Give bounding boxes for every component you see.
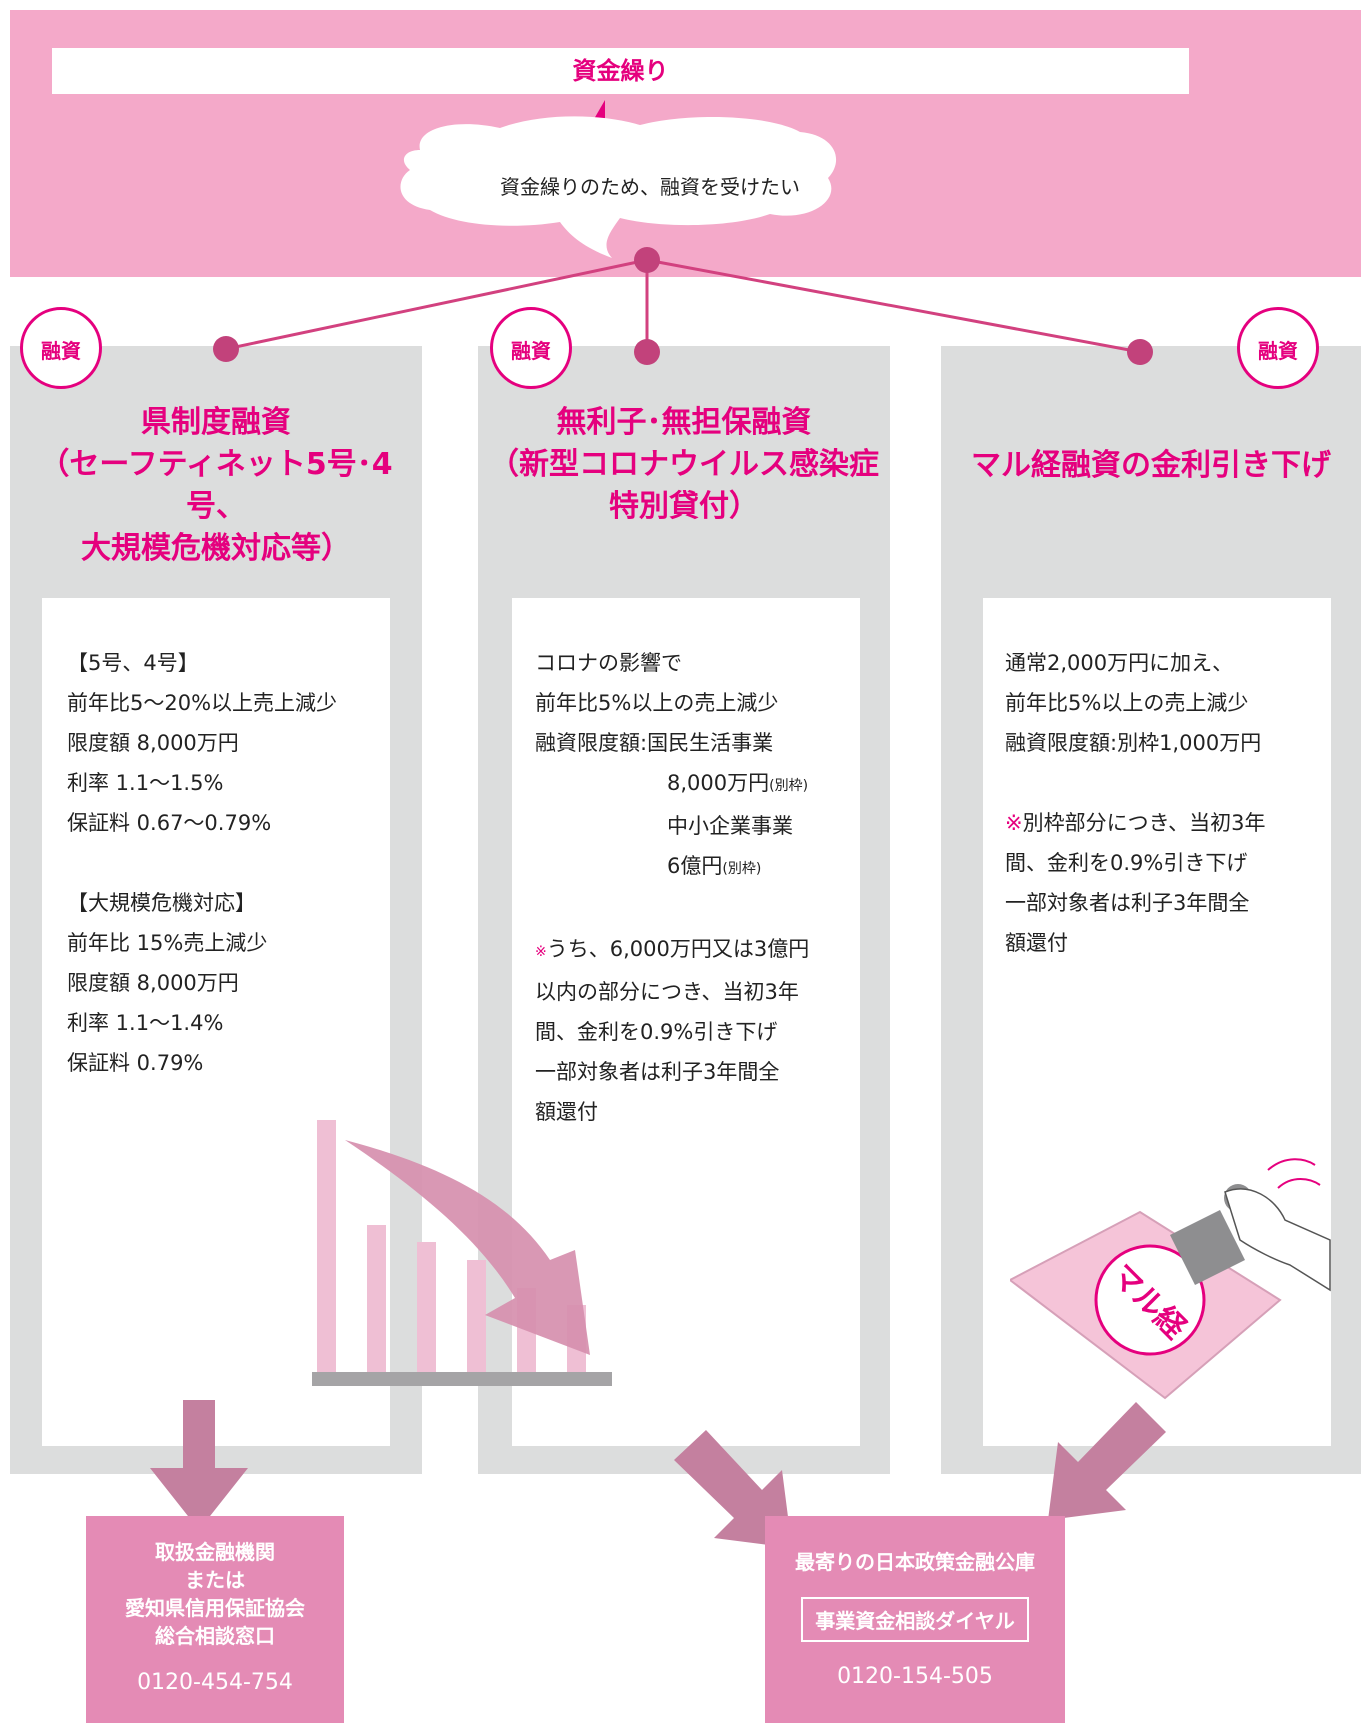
- note-line: ※うち、6,000万円又は3億円: [535, 929, 809, 972]
- title-line: 無利子･無担保融資: [556, 405, 812, 440]
- speech-cloud: [400, 116, 837, 258]
- illus-baseline: [312, 1372, 612, 1386]
- limit-amount: 8,000万円: [667, 771, 770, 795]
- detail-line: 前年比5%以上の売上減少: [535, 691, 779, 715]
- note-mark: ※: [1005, 811, 1023, 835]
- header-graphics: [400, 100, 837, 258]
- detail-line: 利率 1.1～1.4%: [67, 1011, 224, 1035]
- stamp-handle: [1170, 1210, 1245, 1285]
- detail-line: 中小企業事業: [667, 814, 793, 838]
- note-line: 一部対象者は利子3年間全: [535, 1060, 780, 1084]
- motion-line: [1277, 1178, 1321, 1189]
- marukei-details: 通常2,000万円に加え、 前年比5%以上の売上減少 融資限度額:別枠1,000…: [1005, 643, 1266, 963]
- center-dot: [634, 339, 660, 365]
- hub-dot: [634, 247, 660, 273]
- declining-sales-illustration: [312, 1120, 612, 1386]
- connector-left: [225, 258, 648, 351]
- dest-line: または: [185, 1568, 245, 1592]
- detail-line: 前年比5%以上の売上減少: [1005, 691, 1249, 715]
- hand: [1224, 1188, 1331, 1292]
- panel-marukei-title: マル経融資の金利引き下げ: [941, 445, 1361, 487]
- connector-lines: [213, 247, 1153, 365]
- dest-phone: 0120-454-754: [137, 1670, 293, 1695]
- panel-covid-title: 無利子･無担保融資 （新型コロナウイルス感染症 特別貸付）: [478, 402, 890, 528]
- dest-prefecture: 取扱金融機関 または 愛知県信用保証協会 総合相談窓口 0120-454-754: [86, 1516, 344, 1723]
- detail-line: 前年比5～20%以上売上減少: [67, 691, 338, 715]
- note-line: 間、金利を0.9%引き下げ: [535, 1020, 778, 1044]
- detail-line: 利率 1.1～1.5%: [67, 771, 224, 795]
- title-line: （新型コロナウイルス感染症: [489, 447, 879, 482]
- detail-line: 融資限度額:国民生活事業: [535, 731, 774, 755]
- title-line: （セーフティネット5号･4号、: [39, 447, 393, 524]
- speech-text: 資金繰りのため、融資を受けたい: [500, 175, 800, 199]
- badge-covid: 融資: [490, 307, 572, 389]
- detail-line: 保証料 0.67～0.79%: [67, 811, 272, 835]
- prefecture-details: 【5号、4号】 前年比5～20%以上売上減少 限度額 8,000万円 利率 1.…: [67, 643, 337, 1083]
- badge-prefecture: 融資: [20, 307, 102, 389]
- detail-line: 保証料 0.79%: [67, 1051, 204, 1075]
- separate-frame-note: (別枠): [722, 861, 762, 877]
- illus-bar: [367, 1225, 386, 1372]
- title-line: 県制度融資: [141, 405, 291, 440]
- note-text: うち、6,000万円又は3億円: [546, 937, 810, 961]
- note-line: ※別枠部分につき、当初3年: [1005, 803, 1266, 843]
- detail-line: 前年比 15%売上減少: [67, 931, 268, 955]
- dest-line: 愛知県信用保証協会: [125, 1596, 305, 1620]
- detail-line: 通常2,000万円に加え、: [1005, 651, 1234, 675]
- note-mark: ※: [535, 944, 547, 960]
- note-text: 別枠部分につき、当初3年: [1022, 811, 1266, 835]
- stamp-seal: [1094, 1244, 1206, 1356]
- detail-line: 融資限度額:別枠1,000万円: [1005, 731, 1262, 755]
- dest-line: 取扱金融機関: [155, 1540, 275, 1564]
- detail-line: [535, 889, 809, 929]
- title-bar: [52, 48, 1189, 94]
- detail-line: 8,000万円(別枠): [535, 763, 809, 806]
- dest-jfc: 最寄りの日本政策金融公庫 事業資金相談ダイヤル 0120-154-505: [765, 1516, 1065, 1723]
- detail-line: [67, 843, 337, 883]
- title-line: 大規模危機対応等）: [81, 531, 351, 566]
- right-dot: [1127, 339, 1153, 365]
- detail-line: 【5号、4号】: [67, 651, 199, 675]
- note-line: 額還付: [1005, 931, 1068, 955]
- limit-amount: 6億円: [667, 854, 723, 878]
- detail-line: 限度額 8,000万円: [67, 731, 239, 755]
- title-line: 特別貸付）: [609, 489, 759, 524]
- page-title: 資金繰り: [572, 57, 669, 85]
- separate-frame-note: (別枠): [769, 778, 809, 794]
- detail-line: コロナの影響で: [535, 651, 682, 675]
- dest-line: 最寄りの日本政策金融公庫: [795, 1550, 1035, 1574]
- detail-line: [1005, 763, 1266, 803]
- panel-prefecture-title: 県制度融資 （セーフティネット5号･4号、 大規模危機対応等）: [10, 402, 422, 570]
- illus-bar: [417, 1242, 436, 1372]
- illus-bar: [317, 1120, 336, 1372]
- detail-line: 限度額 8,000万円: [67, 971, 239, 995]
- left-dot: [213, 336, 239, 362]
- title-line: マル経融資の金利引き下げ: [971, 448, 1331, 483]
- dest-line: 総合相談窓口: [155, 1624, 275, 1648]
- note-line: 額還付: [535, 1100, 598, 1124]
- covid-details: コロナの影響で 前年比5%以上の売上減少 融資限度額:国民生活事業 8,000万…: [535, 643, 809, 1132]
- stamp-illustration: マル経: [1010, 1158, 1331, 1400]
- illus-bar: [467, 1260, 486, 1372]
- detail-line: 6億円(別枠): [535, 846, 809, 889]
- curved-down-arrow: [345, 1140, 590, 1355]
- badge-marukei: 融資: [1237, 307, 1319, 389]
- note-line: 一部対象者は利子3年間全: [1005, 891, 1250, 915]
- detail-line: 【大規模危機対応】: [67, 891, 256, 915]
- dial-label: 事業資金相談ダイヤル: [801, 1597, 1029, 1642]
- dest-phone: 0120-154-505: [837, 1664, 993, 1689]
- note-line: 間、金利を0.9%引き下げ: [1005, 851, 1248, 875]
- note-line: 以内の部分につき、当初3年: [535, 980, 799, 1004]
- motion-line: [1267, 1158, 1316, 1171]
- connector-right: [646, 258, 1141, 354]
